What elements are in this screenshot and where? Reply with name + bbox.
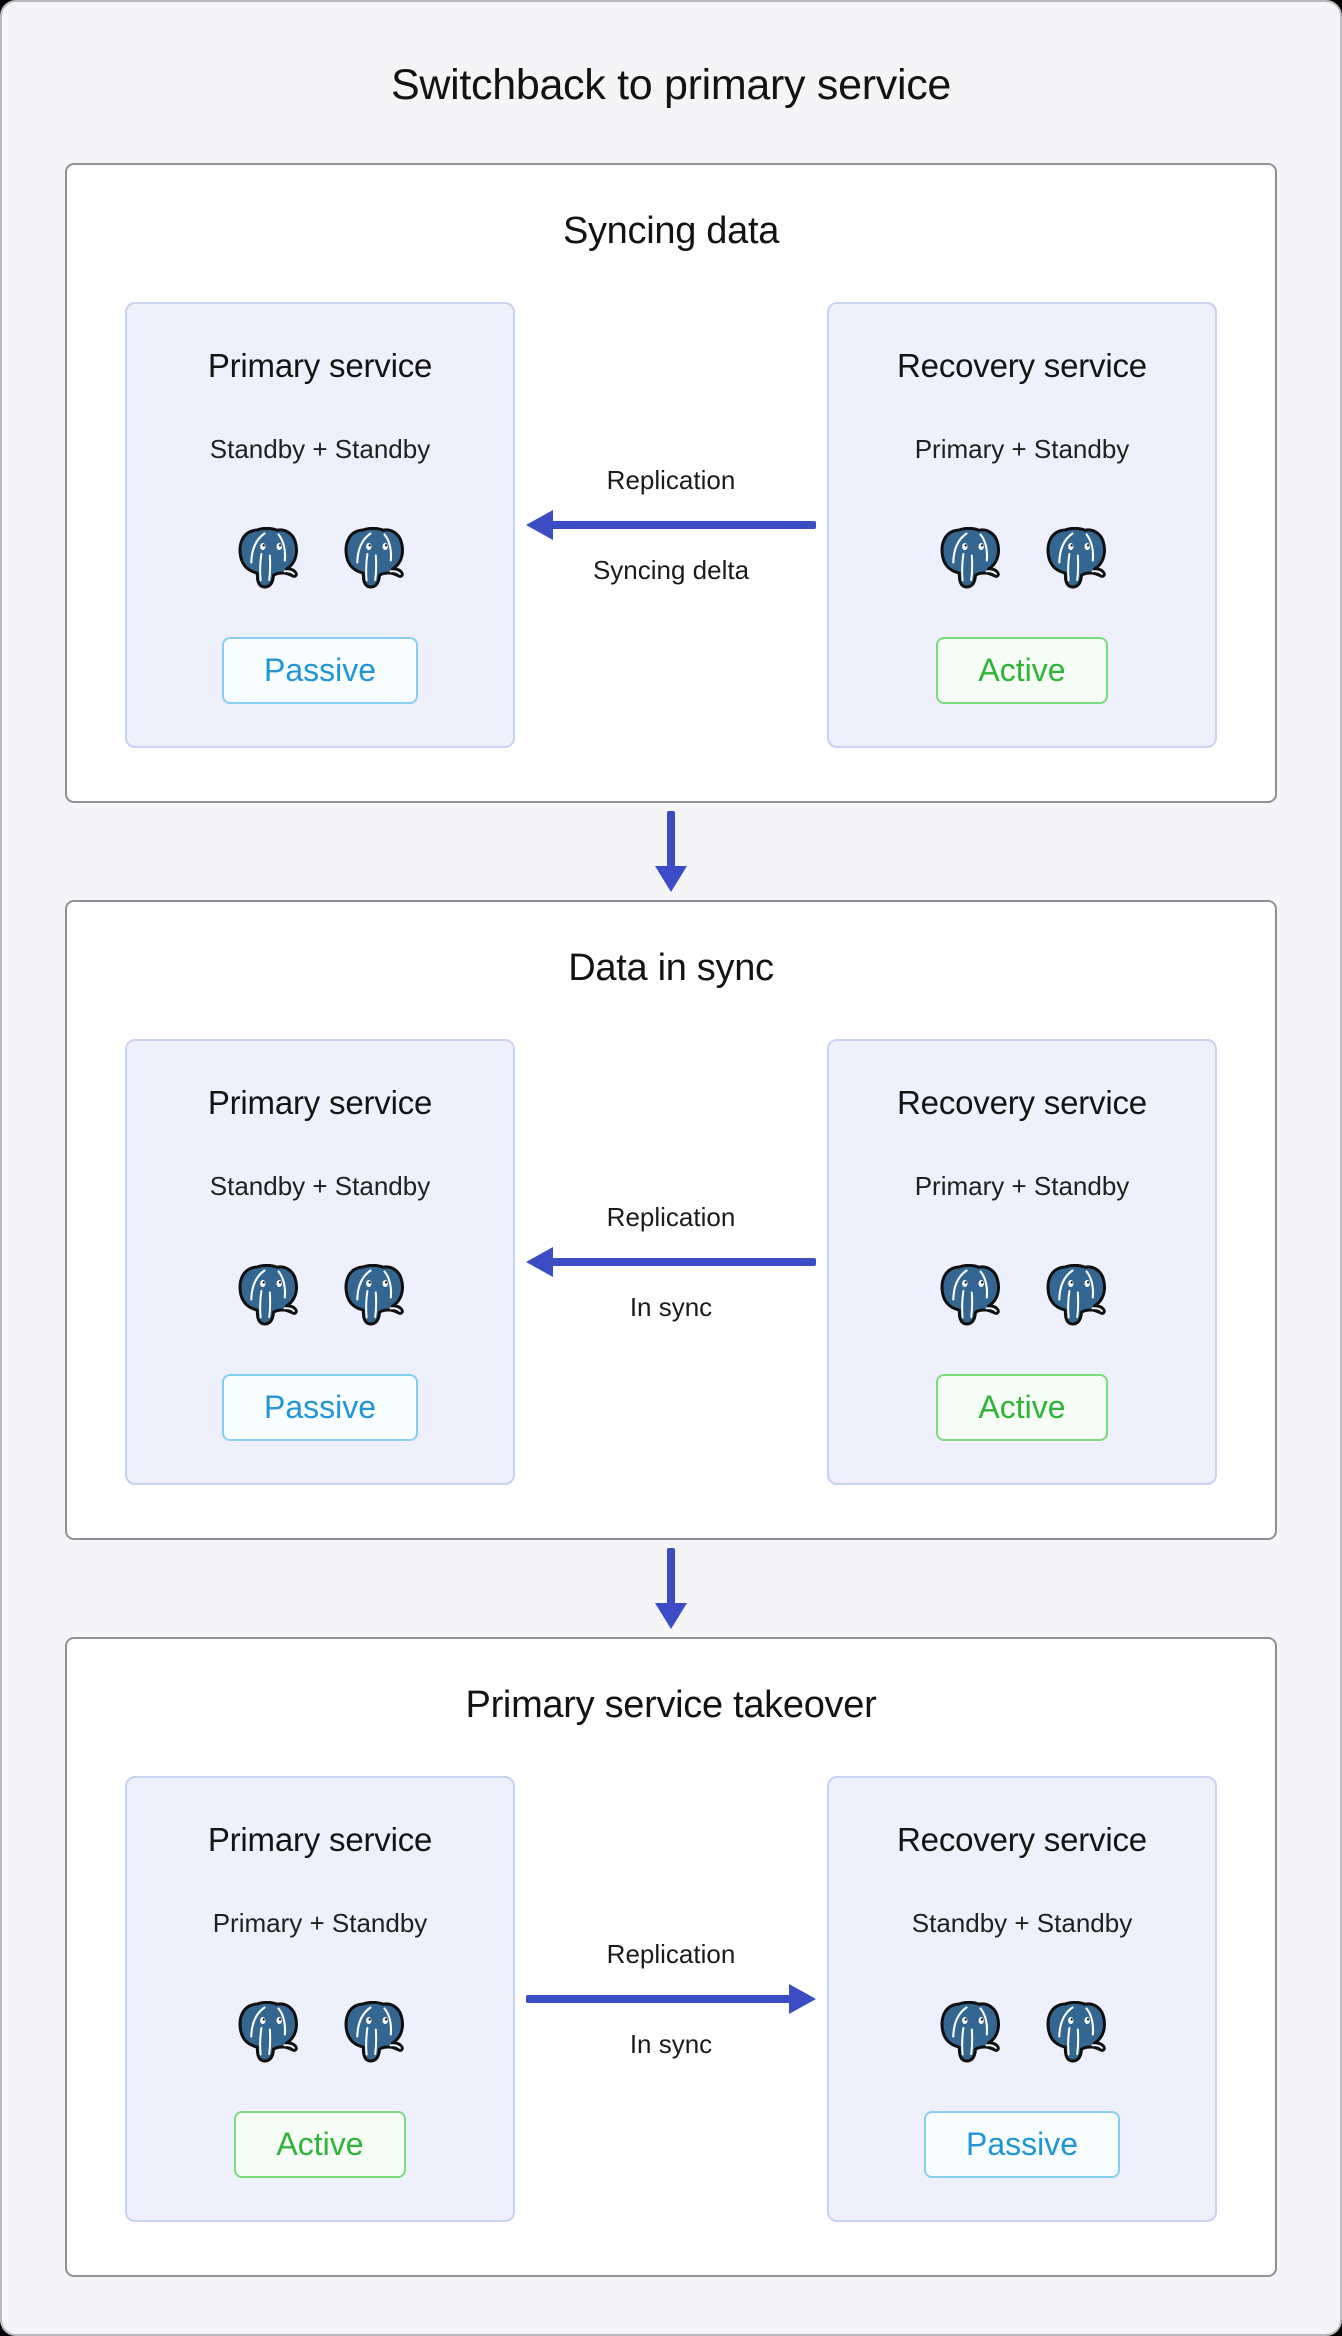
- postgresql-elephant-icon: [340, 2000, 406, 2063]
- arrowhead-icon: [526, 510, 553, 541]
- arrow-top-label: Replication: [606, 1201, 736, 1232]
- flow-down-arrow-icon: [2, 803, 1340, 900]
- status-badge: Passive: [221, 636, 419, 704]
- status-badge: Passive: [923, 2110, 1121, 2178]
- service-roles: Standby + Standby: [209, 1170, 431, 1201]
- service-title: Recovery service: [897, 1084, 1147, 1122]
- section-body: Primary service Standby + Standby Passiv…: [67, 1039, 1275, 1486]
- replication-arrow: [526, 1247, 816, 1278]
- arrowhead-icon: [655, 1602, 687, 1629]
- replication-arrow-group: Replication In sync: [515, 1039, 827, 1485]
- database-icons-row: [234, 2000, 406, 2063]
- arrow-bottom-label: Syncing delta: [592, 555, 750, 586]
- postgresql-elephant-icon: [340, 1263, 406, 1326]
- arrowhead-icon: [655, 865, 687, 892]
- postgresql-elephant-icon: [234, 2000, 300, 2063]
- status-badge: Passive: [221, 1373, 419, 1441]
- status-badge: Active: [936, 636, 1108, 704]
- primary-service-card: Primary service Primary + Standby Active: [125, 1776, 515, 2223]
- postgresql-elephant-icon: [1042, 1263, 1108, 1326]
- section-body: Primary service Primary + Standby Active…: [67, 1776, 1275, 2223]
- section-data-in-sync: Data in sync Primary service Standby + S…: [65, 899, 1277, 1540]
- arrowhead-icon: [526, 1247, 553, 1278]
- arrowhead-icon: [789, 1984, 816, 2015]
- arrow-top-label: Replication: [606, 464, 736, 495]
- service-roles: Primary + Standby: [212, 1907, 428, 1938]
- section-title: Primary service takeover: [465, 1683, 877, 1726]
- status-badge: Active: [234, 2110, 406, 2178]
- recovery-service-card: Recovery service Primary + Standby Activ…: [827, 1039, 1217, 1486]
- page-title: Switchback to primary service: [390, 61, 952, 109]
- primary-service-card: Primary service Standby + Standby Passiv…: [125, 302, 515, 749]
- diagram-stack: Syncing data Primary service Standby + S…: [2, 162, 1340, 2277]
- recovery-service-card: Recovery service Primary + Standby Activ…: [827, 302, 1217, 749]
- replication-arrow-group: Replication In sync: [515, 1776, 827, 2222]
- service-title: Recovery service: [897, 1821, 1147, 1859]
- arrow-bottom-label: In sync: [629, 2029, 713, 2060]
- database-icons-row: [936, 526, 1108, 589]
- postgresql-elephant-icon: [234, 526, 300, 589]
- database-icons-row: [234, 526, 406, 589]
- database-icons-row: [936, 2000, 1108, 2063]
- service-roles: Standby + Standby: [209, 433, 431, 464]
- replication-arrow-group: Replication Syncing delta: [515, 302, 827, 748]
- postgresql-elephant-icon: [234, 1263, 300, 1326]
- flow-down-arrow-icon: [2, 1540, 1340, 1637]
- service-roles: Primary + Standby: [914, 1170, 1130, 1201]
- postgresql-elephant-icon: [936, 526, 1002, 589]
- service-title: Primary service: [207, 1084, 433, 1122]
- postgresql-elephant-icon: [1042, 526, 1108, 589]
- arrow-top-label: Replication: [606, 1938, 736, 1969]
- section-body: Primary service Standby + Standby Passiv…: [67, 302, 1275, 749]
- service-roles: Standby + Standby: [911, 1907, 1133, 1938]
- primary-service-card: Primary service Standby + Standby Passiv…: [125, 1039, 515, 1486]
- section-title: Syncing data: [562, 209, 780, 252]
- arrow-shaft: [551, 1258, 816, 1267]
- section-title: Data in sync: [568, 946, 774, 989]
- database-icons-row: [936, 1263, 1108, 1326]
- arrow-shaft: [667, 1547, 675, 1604]
- arrow-shaft: [667, 810, 675, 867]
- postgresql-elephant-icon: [936, 2000, 1002, 2063]
- replication-arrow: [526, 1984, 816, 2015]
- service-title: Primary service: [207, 1821, 433, 1859]
- service-title: Recovery service: [897, 347, 1147, 385]
- database-icons-row: [234, 1263, 406, 1326]
- service-roles: Primary + Standby: [914, 433, 1130, 464]
- arrow-shaft: [551, 521, 816, 530]
- section-syncing-data: Syncing data Primary service Standby + S…: [65, 162, 1277, 803]
- postgresql-elephant-icon: [340, 526, 406, 589]
- section-primary-service-takeover: Primary service takeover Primary service…: [65, 1636, 1277, 2277]
- postgresql-elephant-icon: [936, 1263, 1002, 1326]
- arrow-shaft: [526, 1995, 791, 2004]
- arrow-bottom-label: In sync: [629, 1292, 713, 1323]
- recovery-service-card: Recovery service Standby + Standby Passi…: [827, 1776, 1217, 2223]
- service-title: Primary service: [207, 347, 433, 385]
- replication-arrow: [526, 510, 816, 541]
- postgresql-elephant-icon: [1042, 2000, 1108, 2063]
- status-badge: Active: [936, 1373, 1108, 1441]
